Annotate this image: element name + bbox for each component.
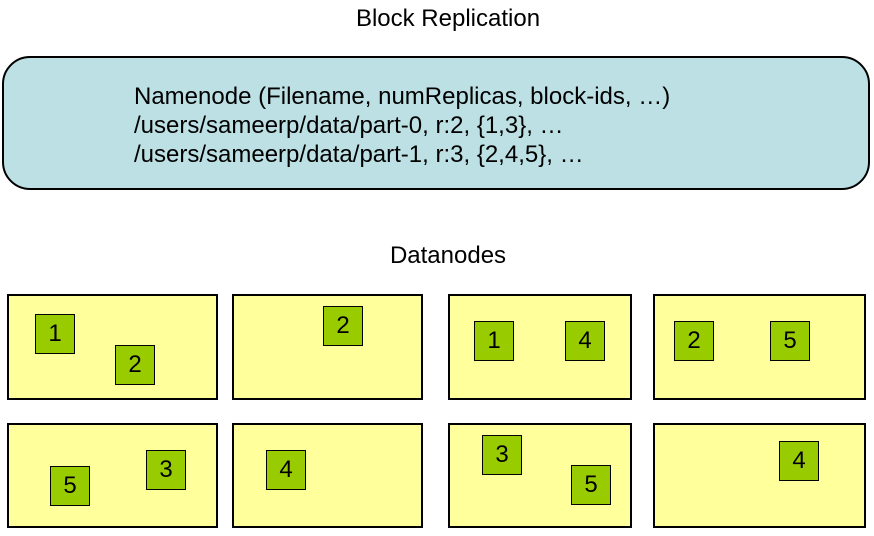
block-replica: 2 <box>323 306 363 346</box>
block-replica: 4 <box>565 321 605 361</box>
datanode-box: 4 <box>653 423 866 528</box>
datanode-box: 5 3 <box>7 423 218 528</box>
block-replica: 5 <box>50 466 90 506</box>
block-replica: 5 <box>770 321 810 361</box>
datanode-box: 4 <box>232 423 423 528</box>
datanode-box: 2 <box>232 294 423 400</box>
page-title: Block Replication <box>355 5 541 32</box>
block-replica: 1 <box>35 314 75 354</box>
namenode-box: Namenode (Filename, numReplicas, block-i… <box>2 56 870 190</box>
block-replica: 4 <box>266 450 306 490</box>
datanode-box: 1 4 <box>448 294 632 400</box>
datanodes-heading: Datanodes <box>389 242 507 269</box>
block-replica: 4 <box>779 441 819 481</box>
namenode-text: Namenode (Filename, numReplicas, block-i… <box>134 82 670 169</box>
datanode-box: 1 2 <box>7 294 218 400</box>
block-replica: 1 <box>474 321 514 361</box>
block-replica: 3 <box>482 435 522 475</box>
block-replica: 2 <box>674 321 714 361</box>
datanode-box: 2 5 <box>653 294 866 400</box>
namenode-file-entry-part0: /users/sameerp/data/part-0, r:2, {1,3}, … <box>134 112 564 139</box>
block-replica: 5 <box>571 465 611 505</box>
namenode-signature-line: Namenode (Filename, numReplicas, block-i… <box>134 83 671 110</box>
datanode-box: 3 5 <box>448 423 632 528</box>
namenode-file-entry-part1: /users/sameerp/data/part-1, r:3, {2,4,5}… <box>134 141 584 168</box>
block-replica: 2 <box>115 345 155 385</box>
block-replica: 3 <box>146 450 186 490</box>
